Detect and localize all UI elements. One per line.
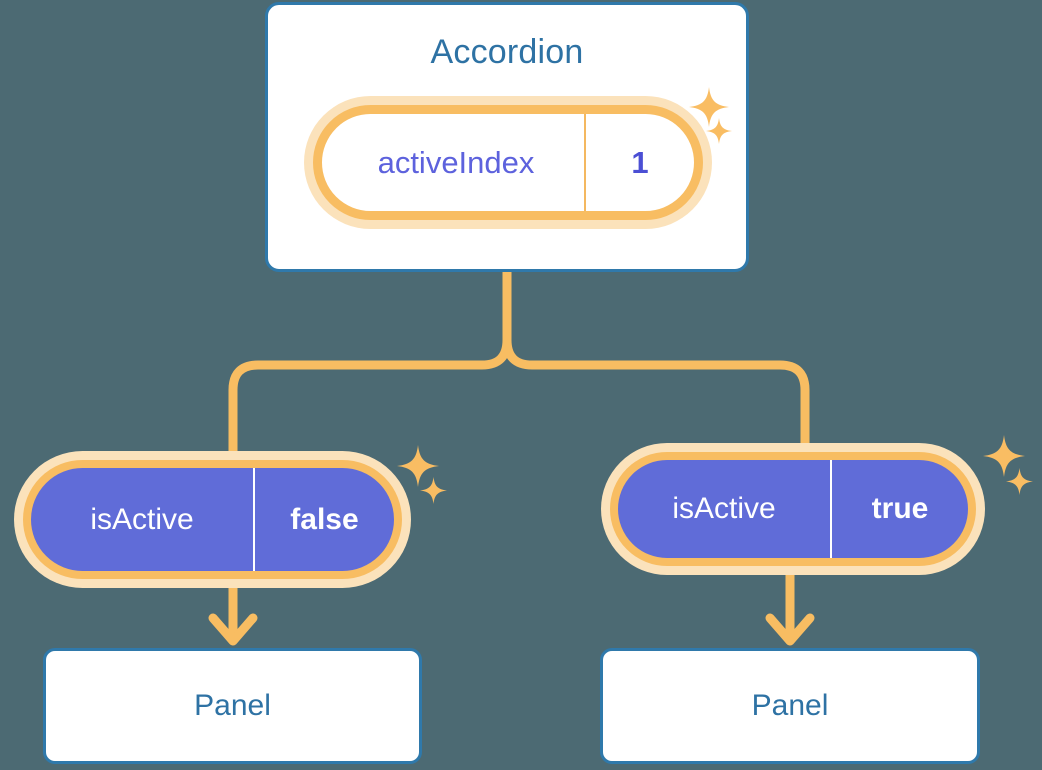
panel-component-card-left[interactable]: Panel: [43, 648, 422, 764]
state-pill-key: isActive: [618, 460, 832, 558]
state-pill-key: activeIndex: [322, 114, 586, 211]
panel-title: Panel: [751, 689, 829, 722]
state-pill-key: isActive: [31, 468, 255, 571]
state-pill-value: true: [871, 492, 929, 525]
sparkle-icon: [983, 435, 1025, 477]
accordion-title: Accordion: [430, 33, 584, 71]
state-pill-isactive-left[interactable]: isActive false: [23, 460, 402, 579]
panel-title: Panel: [194, 689, 271, 722]
branch-arm-right: [502, 335, 810, 460]
state-pill-activeindex[interactable]: activeIndex 1: [313, 105, 703, 220]
branch-arm-left: [228, 335, 512, 467]
state-pill-isactive-left-wrap: isActive false: [23, 460, 402, 579]
sparkle-icon: [397, 445, 439, 487]
state-pill-value: 1: [631, 144, 649, 180]
state-pill-activeindex-wrap: activeIndex 1: [313, 105, 703, 220]
sparkle-icon: [1006, 468, 1033, 495]
arrow-down-left: [208, 573, 258, 646]
sparkle-icon: [420, 477, 447, 504]
state-pill-isactive-right-wrap: isActive true: [610, 452, 976, 566]
state-pill-isactive-right[interactable]: isActive true: [610, 452, 976, 566]
panel-component-card-right[interactable]: Panel: [600, 648, 980, 764]
state-pill-value: false: [290, 502, 359, 536]
arrow-down-right: [765, 561, 815, 646]
